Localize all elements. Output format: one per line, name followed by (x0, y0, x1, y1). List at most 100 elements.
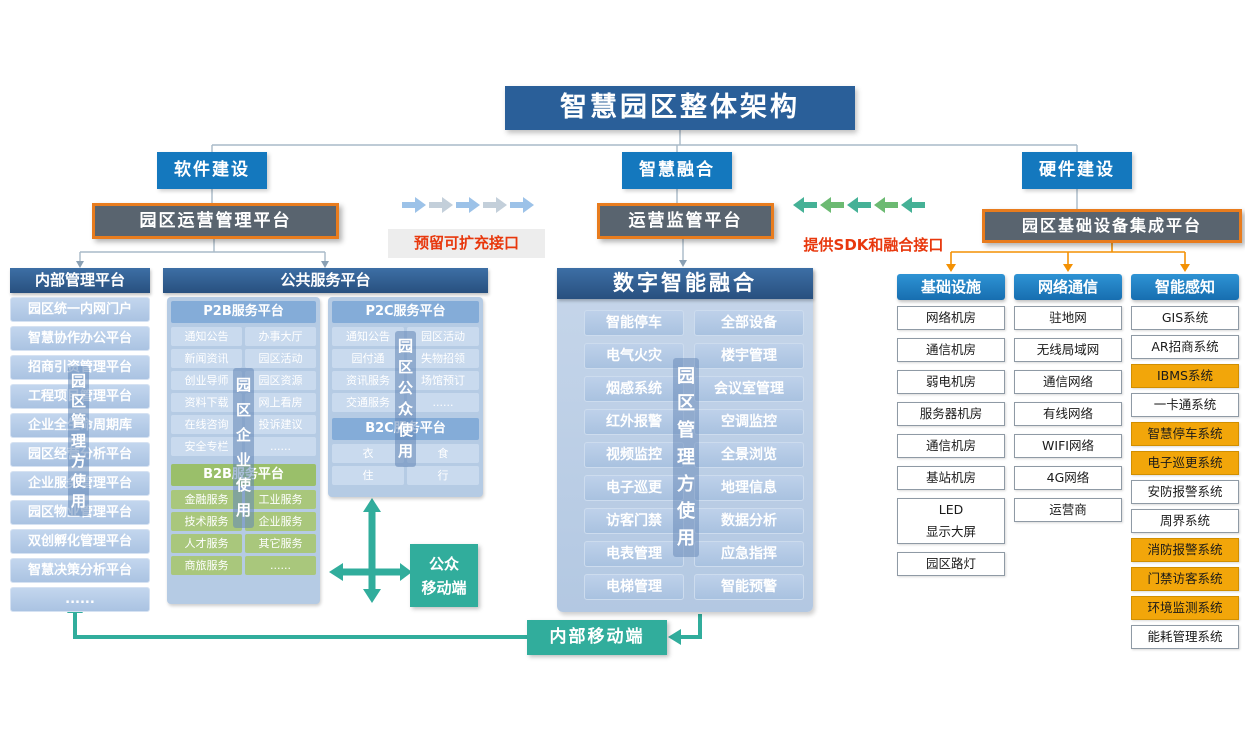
network-item: 驻地网 (1014, 306, 1122, 330)
infra-item: 通信机房 (897, 338, 1005, 362)
fusion-item: 楼宇管理 (694, 343, 804, 369)
b2c-cell: 衣 (332, 444, 404, 463)
infra-item: 基站机房 (897, 466, 1005, 490)
internal-item: 园区统一内网门户 (10, 297, 150, 322)
infra-items-list: 网络机房 通信机房 弱电机房 服务器机房 通信机房 基站机房 LED 显示大屏 … (897, 306, 1005, 584)
b2b-cell: ...... (245, 556, 316, 575)
p2c-cell: ...... (407, 393, 479, 412)
p2b-cell: 安全专栏 (171, 437, 242, 456)
sensing-item: GIS系统 (1131, 306, 1239, 330)
sensing-item-highlighted: 电子巡更系统 (1131, 451, 1239, 475)
hw-column-network-header: 网络通信 (1014, 274, 1122, 300)
fusion-item: 电气火灾 (584, 343, 684, 369)
b2c-cell: 食 (407, 444, 479, 463)
fusion-item: 智能停车 (584, 310, 684, 336)
fusion-item: 电表管理 (584, 541, 684, 567)
p2b-cell: 资料下载 (171, 393, 242, 412)
p2b-cell: 网上看房 (245, 393, 316, 412)
digital-fusion-header: 数字智能融合 (557, 268, 813, 299)
network-item: 有线网络 (1014, 402, 1122, 426)
enterprise-usage-overlay: 园区企业使用 (233, 368, 254, 528)
internal-item: 智慧决策分析平台 (10, 558, 150, 583)
infra-item: 服务器机房 (897, 402, 1005, 426)
gray-arrowheads-icon (76, 260, 687, 268)
p2b-b2b-panel: P2B服务平台 通知公告办事大厅 新闻资讯园区活动 创业导师园区资源 资料下载网… (167, 297, 320, 604)
p2b-cell: ...... (245, 437, 316, 456)
b2c-cell: 住 (332, 466, 404, 485)
sensing-item-highlighted: 环境监测系统 (1131, 596, 1239, 620)
branch-software: 软件建设 (157, 152, 267, 189)
internal-item: 智慧协作办公平台 (10, 326, 150, 351)
public-usage-overlay: 园区公众使用 (395, 331, 416, 467)
b2b-cell: 商旅服务 (171, 556, 242, 575)
p2c-cell: 通知公告 (332, 327, 404, 346)
fusion-item: 全景浏览 (694, 442, 804, 468)
fusion-item: 地理信息 (694, 475, 804, 501)
network-items-list: 驻地网 无线局域网 通信网络 有线网络 WIFI网络 4G网络 运营商 (1014, 306, 1122, 530)
branch-fusion: 智慧融合 (622, 152, 732, 189)
sensing-items-list: GIS系统 AR招商系统 IBMS系统 一卡通系统 智慧停车系统 电子巡更系统 … (1131, 306, 1239, 654)
sensing-item: AR招商系统 (1131, 335, 1239, 359)
sensing-item: 能耗管理系统 (1131, 625, 1239, 649)
b2b-cell: 金融服务 (171, 490, 242, 509)
fusion-item: 数据分析 (694, 508, 804, 534)
sensing-item-highlighted: 智慧停车系统 (1131, 422, 1239, 446)
branch-hardware: 硬件建设 (1022, 152, 1132, 189)
fusion-item: 电梯管理 (584, 574, 684, 600)
internal-usage-overlay: 园区管理方使用 (68, 366, 89, 516)
p2b-cell: 办事大厅 (245, 327, 316, 346)
p2b-header: P2B服务平台 (171, 301, 316, 323)
sdk-arrows-icon (793, 197, 925, 213)
network-item: 无线局域网 (1014, 338, 1122, 362)
p2c-cell: 失物招领 (407, 349, 479, 368)
infra-item: 园区路灯 (897, 552, 1005, 576)
internal-item: 双创孵化管理平台 (10, 529, 150, 554)
b2b-cell: 工业服务 (245, 490, 316, 509)
internal-mobile-box: 内部移动端 (527, 620, 667, 655)
fusion-item: 电子巡更 (584, 475, 684, 501)
network-item: WIFI网络 (1014, 434, 1122, 458)
public-mobile-box: 公众 移动端 (410, 544, 478, 607)
p2b-cell: 新闻资讯 (171, 349, 242, 368)
infra-item: 网络机房 (897, 306, 1005, 330)
p2b-cell: 在线咨询 (171, 415, 242, 434)
fusion-item: 应急指挥 (694, 541, 804, 567)
sensing-item-highlighted: 消防报警系统 (1131, 538, 1239, 562)
b2b-cell: 其它服务 (245, 534, 316, 553)
sensing-item-highlighted: IBMS系统 (1131, 364, 1239, 388)
mobile-cross-arrows-icon (329, 498, 412, 603)
b2b-cell: 企业服务 (245, 512, 316, 531)
network-item: 通信网络 (1014, 370, 1122, 394)
infra-item: 弱电机房 (897, 370, 1005, 394)
p2c-cell: 园区活动 (407, 327, 479, 346)
expansion-arrows-icon (402, 197, 534, 213)
note-sdk-interface: 提供SDK和融合接口 (803, 236, 944, 254)
orange-arrowheads-icon (946, 264, 1190, 272)
fusion-item: 红外报警 (584, 409, 684, 435)
fusion-item: 智能预警 (694, 574, 804, 600)
hardware-tree-lines (950, 242, 1186, 265)
sensing-item: 安防报警系统 (1131, 480, 1239, 504)
platform-integration: 园区基础设备集成平台 (982, 209, 1242, 243)
fusion-item: 访客门禁 (584, 508, 684, 534)
platform-operation: 园区运营管理平台 (92, 203, 339, 239)
sensing-item-highlighted: 门禁访客系统 (1131, 567, 1239, 591)
platform-supervision: 运营监管平台 (597, 203, 774, 239)
p2b-cell: 投诉建议 (245, 415, 316, 434)
fusion-item: 全部设备 (694, 310, 804, 336)
note-reserved-interface: 预留可扩充接口 (388, 229, 545, 258)
p2b-cell: 创业导师 (171, 371, 242, 390)
fusion-usage-overlay: 园区管理方使用 (673, 358, 699, 557)
public-platform-header: 公共服务平台 (163, 268, 488, 293)
fusion-left-list: 智能停车 电气火灾 烟感系统 红外报警 视频监控 电子巡更 访客门禁 电表管理 … (584, 310, 684, 607)
network-item: 运营商 (1014, 498, 1122, 522)
p2b-cell: 园区活动 (245, 349, 316, 368)
p2c-cell: 场馆预订 (407, 371, 479, 390)
b2b-cell: 人才服务 (171, 534, 242, 553)
infra-item: 通信机房 (897, 434, 1005, 458)
fusion-item: 视频监控 (584, 442, 684, 468)
network-item: 4G网络 (1014, 466, 1122, 490)
fusion-right-list: 全部设备 楼宇管理 会议室管理 空调监控 全景浏览 地理信息 数据分析 应急指挥… (694, 310, 804, 607)
fusion-item: 烟感系统 (584, 376, 684, 402)
